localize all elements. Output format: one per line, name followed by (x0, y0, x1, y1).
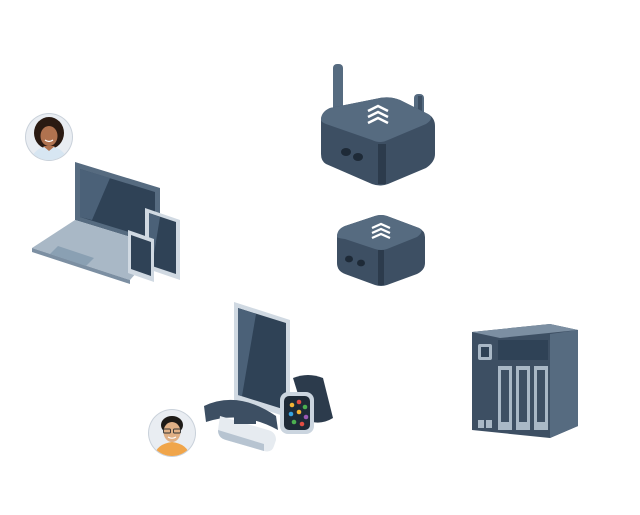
person-avatar-icon (25, 113, 73, 161)
mesh-node (335, 213, 427, 287)
nas-icon (472, 324, 578, 438)
tablet-vr-watch (198, 298, 338, 456)
router-antennas (318, 62, 438, 187)
devices-icon (32, 162, 180, 284)
laptop-tablet-phone (30, 160, 185, 285)
mesh-node-icon (337, 215, 425, 286)
router-icon (321, 64, 435, 186)
nas-storage (470, 322, 580, 440)
avatar-woman (25, 113, 73, 161)
avatar-man (148, 409, 196, 457)
wearables-icon (204, 302, 333, 452)
person-avatar-icon (148, 409, 196, 457)
